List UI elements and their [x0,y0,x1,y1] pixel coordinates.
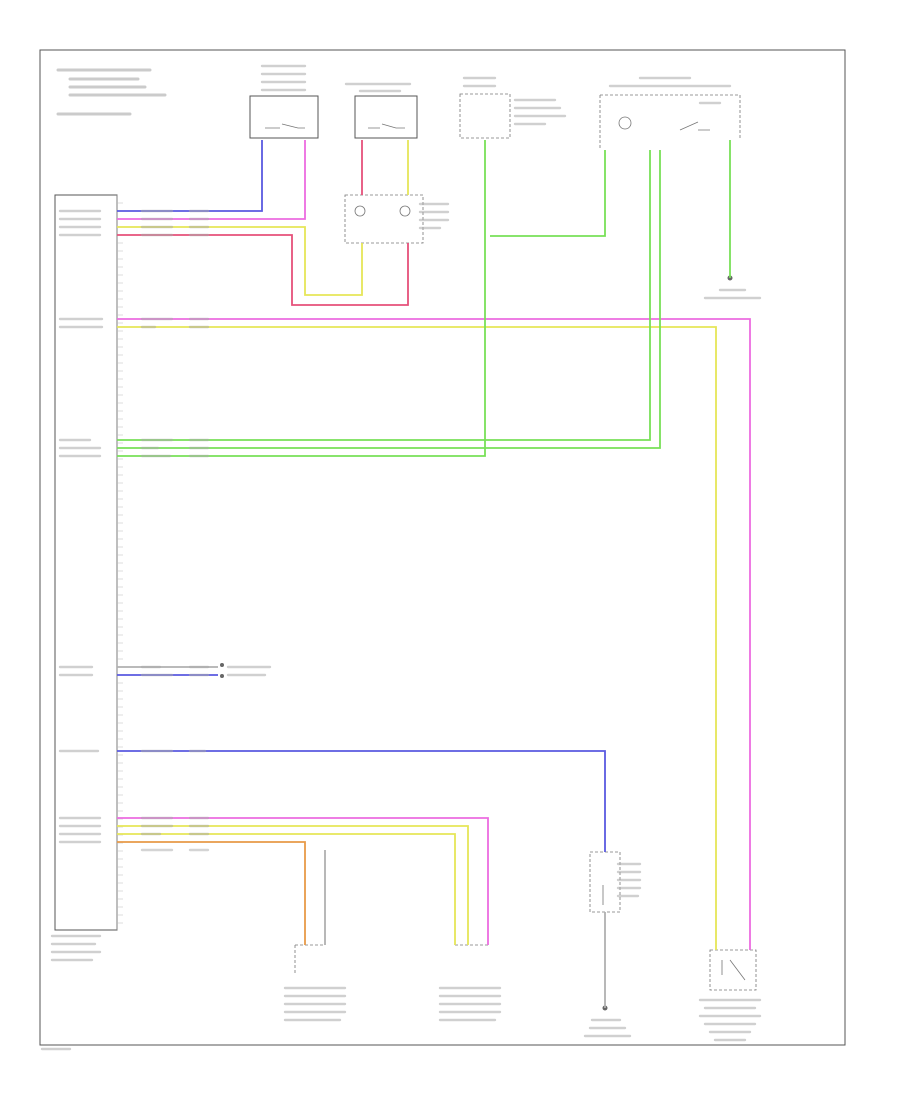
wire-yellow-top [117,226,363,296]
wire-pink-long [117,318,751,950]
notes-block [56,68,167,116]
sensor-connector [220,663,272,678]
wire-orange-bot [117,841,306,945]
wire-green-2 [117,150,661,449]
bottom-right-switch [698,949,762,1042]
wire-yellow-bot [117,825,469,945]
wire-labels [140,209,210,852]
diagram-frame [39,49,846,1046]
ground-bottom [583,1005,632,1038]
wire-yellow-bot2 [117,833,456,945]
top-mid-switch [344,82,418,139]
wire-green-4 [490,150,606,237]
wire-green-3 [117,140,486,457]
wire-pink-top [117,140,306,220]
wire-green-1 [117,150,651,441]
bottom-mid-sensor [438,944,502,1022]
wire-pink-bot [117,817,489,945]
clutch-switch [344,194,450,244]
top-right-module [599,76,741,150]
wire-red-top [117,234,409,306]
top-left-switch [249,64,319,139]
wire-yellow-long [117,326,717,950]
bottom-left-sensor [283,944,347,1022]
wire-blue-long [117,750,606,852]
module-main [50,194,123,962]
junction-top [459,76,567,139]
